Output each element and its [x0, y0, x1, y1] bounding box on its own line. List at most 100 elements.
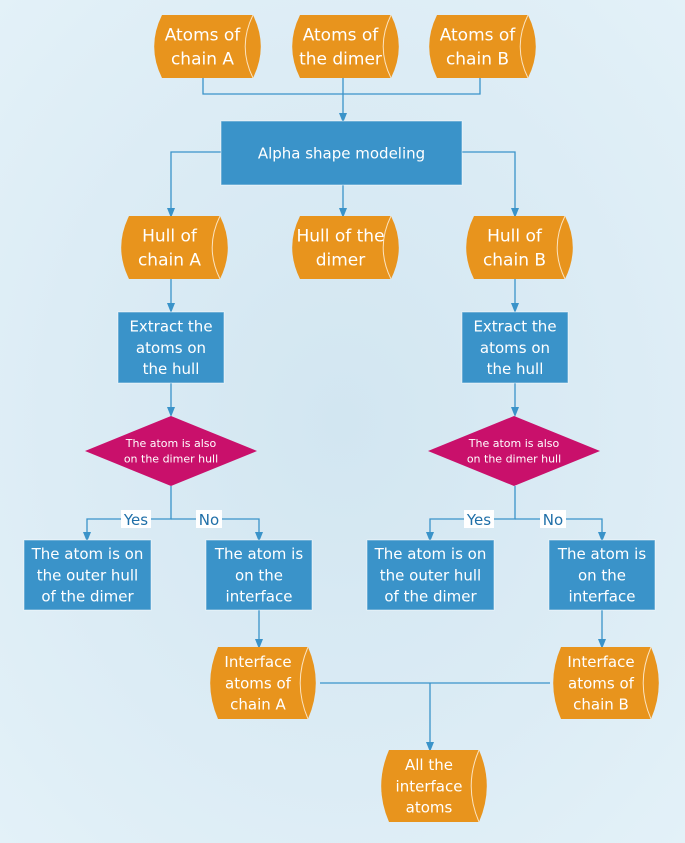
node-label-line: The atom is	[557, 545, 646, 563]
node-label-line: Interface	[567, 653, 634, 671]
node-label-line: Atoms of	[440, 25, 517, 45]
stored-data-shape	[292, 15, 399, 78]
node-interface-a: The atom is on the interface	[205, 539, 313, 611]
node-decision-b: The atom is also on the dimer hull	[428, 416, 600, 486]
process-shape	[461, 311, 569, 384]
stored-data-edge	[244, 14, 254, 79]
node-label-line: the outer hull	[37, 566, 138, 584]
stored-data-shape	[154, 15, 261, 78]
node-label-line: chain B	[446, 50, 509, 70]
node-alpha-shape: Alpha shape modeling	[220, 120, 463, 186]
stored-data-shape	[121, 216, 228, 279]
stored-data-edge	[382, 215, 392, 280]
stored-data-shape	[381, 750, 487, 822]
node-label-line: interface	[396, 777, 463, 795]
edge-label-no-a: No	[196, 510, 222, 529]
node-label-line: Hull of	[142, 226, 198, 246]
stored-data-edge	[519, 14, 529, 79]
node-label-line: chain B	[483, 251, 546, 271]
node-label-line: interface	[569, 588, 636, 606]
node-label-line: Atoms of	[303, 25, 380, 45]
stored-data-shape	[466, 216, 573, 279]
node-label-line: on the	[235, 566, 283, 584]
node-label-line: Hull of	[487, 226, 543, 246]
node-label-line: on the	[578, 566, 626, 584]
node-label-line: on the dimer hull	[467, 453, 561, 466]
node-iface-atoms-a: Interface atoms of chain A	[210, 646, 316, 720]
node-label-line: Atoms of	[165, 25, 242, 45]
node-label-line: atoms on	[136, 339, 206, 357]
node-label-line: The atom is also	[468, 437, 560, 450]
node-label-line: of the dimer	[384, 588, 477, 606]
stored-data-shape	[292, 216, 399, 279]
node-extract-a: Extract the atoms on the hull	[117, 311, 225, 384]
node-label-line: Alpha shape modeling	[258, 144, 425, 162]
edge-label-text: Yes	[123, 511, 148, 529]
node-hull-dimer: Hull of the dimer	[292, 215, 399, 280]
node-label-line: dimer	[316, 251, 366, 271]
decision-shape	[428, 416, 600, 486]
node-label-line: All the	[405, 756, 453, 774]
node-label-line: Extract the	[129, 317, 212, 335]
node-label-line: chain B	[573, 696, 629, 714]
node-label-line: the hull	[487, 360, 544, 378]
process-shape	[220, 120, 463, 186]
stored-data-edge	[556, 215, 566, 280]
node-label-line: Interface	[224, 653, 291, 671]
node-label-line: the hull	[143, 360, 200, 378]
node-label-line: The atom is on	[31, 545, 144, 563]
stored-data-shape	[210, 647, 316, 719]
node-label-line: interface	[226, 588, 293, 606]
stored-data-edge	[382, 14, 392, 79]
node-label-line: The atom is on	[374, 545, 487, 563]
connector-alpha-to-hull-a	[167, 151, 221, 218]
stored-data-shape	[553, 647, 659, 719]
edge-label-no-b: No	[540, 510, 566, 529]
node-outer-b: The atom is on the outer hull of the dimer	[366, 539, 495, 611]
node-label-line: atoms of	[225, 674, 292, 692]
node-hull-chain-b: Hull of chain B	[466, 215, 573, 280]
node-label-line: atoms of	[568, 674, 635, 692]
edge-label-yes-b: Yes	[464, 510, 494, 529]
edge-label-text: No	[199, 511, 219, 529]
process-shape	[23, 539, 152, 611]
connector-chain-a-to-merge	[202, 78, 343, 95]
node-atoms-dimer: Atoms of the dimer	[292, 14, 399, 79]
node-atoms-chain-a: Atoms of chain A	[154, 14, 261, 79]
stored-data-edge	[642, 646, 652, 720]
edge-label-yes-a: Yes	[121, 510, 151, 529]
stored-data-edge	[470, 749, 480, 823]
stored-data-shape	[429, 15, 536, 78]
node-label-line: the outer hull	[380, 566, 481, 584]
node-label-line: The atom is	[214, 545, 303, 563]
node-label-line: The atom is also	[125, 437, 217, 450]
node-outer-a: The atom is on the outer hull of the dimer	[23, 539, 152, 611]
connector-alpha-to-hull-b	[462, 151, 519, 218]
stored-data-edge	[211, 215, 221, 280]
process-shape	[117, 311, 225, 384]
edge-label-text: No	[543, 511, 563, 529]
process-shape	[366, 539, 495, 611]
node-label-line: Extract the	[473, 317, 556, 335]
node-atoms-chain-b: Atoms of chain B	[429, 14, 536, 79]
node-label-line: the dimer	[299, 50, 382, 70]
node-label-line: chain A	[171, 50, 234, 70]
process-shape	[205, 539, 313, 611]
node-label-line: Hull of the	[296, 226, 384, 246]
process-shape	[548, 539, 656, 611]
decision-shape	[85, 416, 257, 486]
node-label-line: chain A	[230, 696, 286, 714]
node-iface-atoms-b: Interface atoms of chain B	[553, 646, 659, 720]
stored-data-edge	[299, 646, 309, 720]
node-label-line: of the dimer	[41, 588, 134, 606]
node-interface-b: The atom is on the interface	[548, 539, 656, 611]
edge-label-text: Yes	[466, 511, 491, 529]
connector-chain-b-to-merge	[343, 78, 481, 95]
